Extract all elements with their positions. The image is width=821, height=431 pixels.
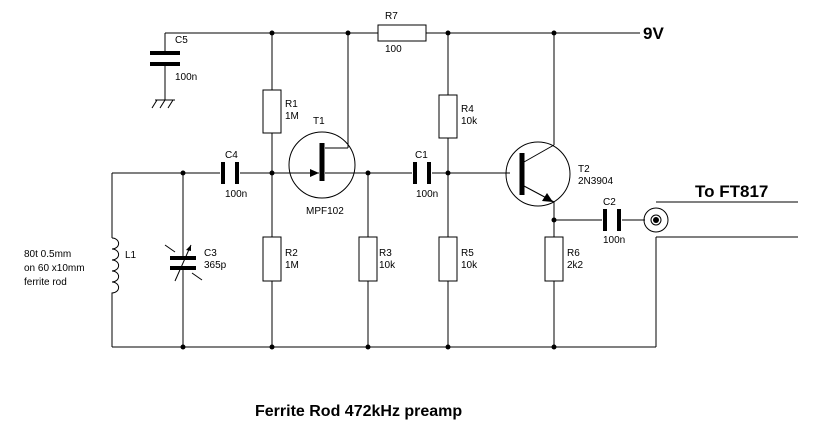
c1-ref: C1 [415, 150, 428, 161]
wires [111, 32, 798, 348]
coil-note-line-2: on 60 x10mm [24, 263, 85, 274]
coil-note: 80t 0.5mm on 60 x10mm ferrite rod [24, 249, 85, 288]
ground-icon [151, 99, 175, 109]
resistor-r2: R2 1M [262, 236, 299, 282]
r7-ref: R7 [385, 11, 398, 22]
r4-value: 10k [461, 116, 478, 127]
resistor-r5: R5 10k [438, 236, 478, 282]
c5-value: 100n [175, 72, 197, 83]
t2-ref: T2 [578, 164, 590, 175]
r4-ref: R4 [461, 104, 474, 115]
c2-ref: C2 [603, 197, 616, 208]
capacitor-c4: C4 100n [221, 150, 247, 200]
junction-dots [180, 30, 557, 350]
c1-value: 100n [416, 189, 438, 200]
capacitor-c5: C5 100n [150, 35, 197, 83]
r5-ref: R5 [461, 248, 474, 259]
l1-ref: L1 [125, 250, 137, 261]
diagram-title: Ferrite Rod 472kHz preamp [255, 403, 462, 420]
capacitor-c1: C1 100n [413, 150, 438, 200]
r2-value: 1M [285, 260, 299, 271]
r1-value: 1M [285, 111, 299, 122]
resistor-r6: R6 2k2 [544, 236, 584, 282]
r1-ref: R1 [285, 99, 298, 110]
t2-value: 2N3904 [578, 176, 613, 187]
c3-ref: C3 [204, 248, 217, 259]
r6-value: 2k2 [567, 260, 584, 271]
c2-value: 100n [603, 235, 625, 246]
resistor-r7: R7 100 [377, 11, 427, 55]
resistor-r3: R3 10k [358, 236, 396, 282]
t1-value: MPF102 [306, 206, 344, 217]
output-label: To FT817 [695, 182, 768, 201]
r5-value: 10k [461, 260, 478, 271]
r3-value: 10k [379, 260, 396, 271]
capacitor-c2: C2 100n [603, 197, 625, 246]
transistor-t2: T2 2N3904 [505, 141, 613, 207]
c4-value: 100n [225, 189, 247, 200]
r2-ref: R2 [285, 248, 298, 259]
variable-capacitor-c3: C3 365p [164, 244, 227, 282]
r7-value: 100 [385, 44, 402, 55]
r3-ref: R3 [379, 248, 392, 259]
c3-value: 365p [204, 260, 227, 271]
resistor-r1: R1 1M [262, 89, 299, 134]
coil-note-line-3: ferrite rod [24, 277, 67, 288]
coax-connector-icon [643, 207, 669, 233]
supply-label: 9V [643, 24, 664, 43]
c4-ref: C4 [225, 150, 238, 161]
inductor-l1: L1 [111, 237, 137, 296]
c5-ref: C5 [175, 35, 188, 46]
r6-ref: R6 [567, 248, 580, 259]
coil-note-line-1: 80t 0.5mm [24, 249, 71, 260]
t1-ref: T1 [313, 116, 325, 127]
transistor-t1: T1 MPF102 [288, 116, 356, 217]
resistor-r4: R4 10k [438, 94, 478, 139]
